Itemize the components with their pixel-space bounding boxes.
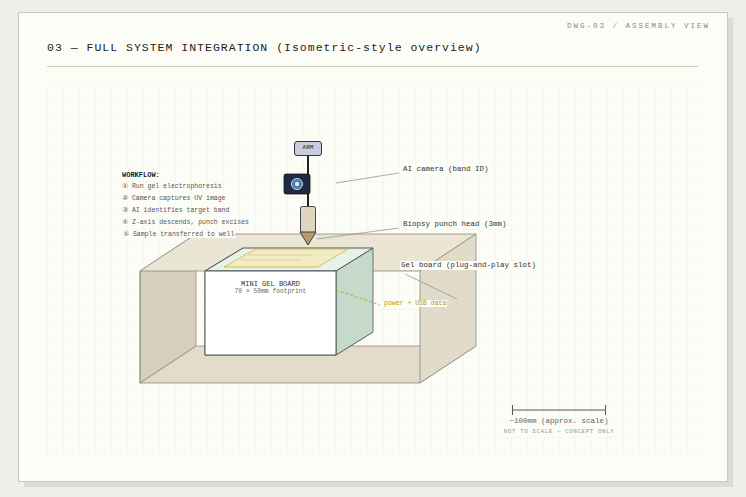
scale-note: NOT TO SCALE — CONCEPT ONLY [504,429,615,436]
workflow-step: ⑤ Sample transferred to well [122,231,235,238]
arm-housing: ARM [294,141,322,156]
callout-label: AI camera (band ID) [402,165,490,174]
node-heading: MINI GEL BOARD [241,280,300,288]
workflow-step: ④ Z-axis descends, punch excises [122,219,249,226]
node-subtext: 70 × 50mm footprint [235,288,307,295]
workflow-step: ② Camera captures UV image [122,195,226,202]
gel-board-face: MINI GEL BOARD70 × 50mm footprint [205,275,336,301]
scale-label: ~100mm (approx. scale) [509,417,608,426]
workflow-step: ③ AI identifies target band [122,207,229,214]
workflow-heading: WORKFLOW: [122,171,160,179]
drawing-number: DWG-03 / ASSEMBLY VIEW [567,22,710,31]
callout-label: Biopsy punch head (3mm) [402,220,508,229]
sheet-title: 03 — FULL SYSTEM INTEGRATION (Isometric-… [47,41,482,54]
node-heading: ARM [303,145,314,152]
signal-label: power + USB data [383,300,447,307]
callout-label: Gel board (plug-and-play slot) [400,261,537,270]
workflow-step: ① Run gel electrophoresis [122,183,222,190]
